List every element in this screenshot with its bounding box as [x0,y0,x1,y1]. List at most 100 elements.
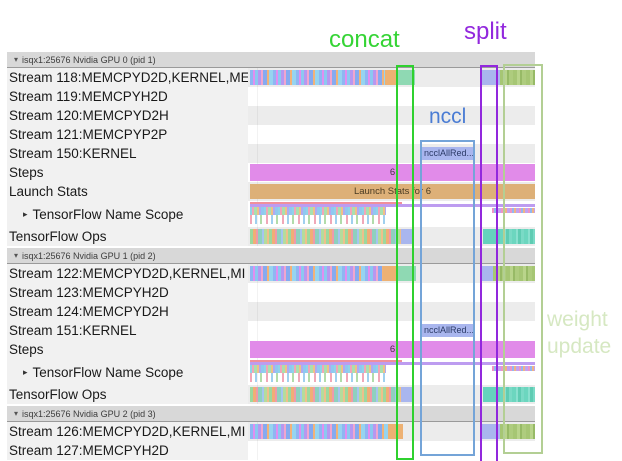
trace-event-teal[interactable] [483,229,500,244]
trace-event-periwinkle[interactable] [480,424,500,439]
timeline-track[interactable] [248,68,535,87]
track-label[interactable]: ▸TensorFlow Name Scope [7,201,248,227]
timeline-track[interactable]: ncclAllRed... [248,321,535,340]
trace-event-launch[interactable]: Launch Stats for 6 [250,184,535,199]
track-label-text: Stream 123:MEMCPYH2D [9,285,169,300]
track-label-text: Stream 126:MEMCPYD2D,KERNEL,MI [9,424,246,439]
trace-event-flame[interactable] [250,365,386,382]
trace-event-salmon[interactable] [250,360,402,362]
trace-event-mixB[interactable] [250,387,401,402]
trace-event-ncclbar[interactable]: ncclAllRed... [421,147,474,160]
track-label[interactable]: Stream 126:MEMCPYD2D,KERNEL,MI [7,422,248,441]
expand-arrow-icon[interactable]: ▸ [23,366,28,377]
track-label[interactable]: Launch Stats [7,182,248,201]
timeline-track[interactable] [248,227,535,246]
trace-event-mixA[interactable] [250,424,388,439]
trace-event-orange[interactable] [383,266,397,281]
trace-event-mint[interactable] [397,266,416,281]
trace-event-nsticks[interactable] [492,366,535,371]
trace-event-mint[interactable] [397,70,415,85]
trace-event-orange[interactable] [385,70,397,85]
collapse-arrow-icon[interactable]: ▾ [14,409,19,418]
trace-event-nsline[interactable] [250,362,535,365]
track-label-text: Stream 151:KERNEL [9,323,137,338]
track-label[interactable]: Stream 122:MEMCPYD2D,KERNEL,MI [7,264,248,283]
timeline-track[interactable] [248,385,535,404]
timeline-track[interactable] [248,125,535,144]
timeline-track[interactable] [248,359,535,385]
track-label-text: Stream 122:MEMCPYD2D,KERNEL,MI [9,266,246,281]
track-label-text: Stream 127:MEMCPYH2D [9,443,169,458]
trace-event-nsticks[interactable] [492,208,535,213]
track-label[interactable]: TensorFlow Ops [7,227,248,246]
track-label[interactable]: Stream 127:MEMCPYH2D [7,441,248,460]
timeline-track[interactable] [248,422,535,441]
track-row: Stream 126:MEMCPYD2D,KERNEL,MI [7,422,535,441]
track-label[interactable]: Stream 151:KERNEL [7,321,248,340]
track-label[interactable]: Stream 123:MEMCPYH2D [7,283,248,302]
trace-event-steps[interactable]: 6 [250,341,535,358]
gpu-section-header[interactable]: ▾isqx1:25676 Nvidia GPU 2 (pid 3) [7,406,535,422]
trace-event-nsline[interactable] [250,204,535,207]
trace-event-olive[interactable] [500,424,535,439]
trace-event-tealStripes[interactable] [500,387,535,402]
timeline-track[interactable] [248,302,535,321]
trace-event-periwinkle[interactable] [482,70,500,85]
collapse-arrow-icon[interactable]: ▾ [14,251,19,260]
track-label-text: Steps [9,342,44,357]
timeline-track[interactable]: 6 [248,163,535,182]
trace-event-flame[interactable] [250,207,386,224]
track-label[interactable]: Stream 120:MEMCPYD2H [7,106,248,125]
timeline-track[interactable] [248,283,535,302]
track-row: Steps 6 [7,340,535,359]
track-row: TensorFlow Ops [7,227,535,246]
trace-event-orange[interactable] [388,424,403,439]
timeline-track[interactable]: ncclAllRed... [248,144,535,163]
timeline-track[interactable] [248,201,535,227]
track-row: Stream 151:KERNEL ncclAllRed... [7,321,535,340]
trace-event-periwinkle[interactable] [480,266,493,281]
track-label-text: Stream 124:MEMCPYD2H [9,304,169,319]
track-label[interactable]: Stream 118:MEMCPYD2D,KERNEL,ME [7,68,248,87]
trace-event-steps[interactable]: 6 [250,164,535,181]
track-label[interactable]: Steps [7,163,248,182]
trace-event-mixA[interactable] [250,70,385,85]
annotation-nccl: nccl [429,105,467,128]
track-label[interactable]: Steps [7,340,248,359]
track-label[interactable]: Stream 124:MEMCPYD2H [7,302,248,321]
trace-event-teal[interactable] [483,387,500,402]
trace-event-salmon[interactable] [250,202,402,204]
track-label[interactable]: TensorFlow Ops [7,385,248,404]
track-label-text: TensorFlow Ops [9,229,107,244]
track-label-text: Stream 118:MEMCPYD2D,KERNEL,ME [9,70,248,85]
track-label[interactable]: Stream 119:MEMCPYH2D [7,87,248,106]
collapse-arrow-icon[interactable]: ▾ [14,55,19,64]
trace-event-ncclbar[interactable]: ncclAllRed... [421,324,474,337]
annotation-split: split [464,18,507,45]
trace-event-periwinkle[interactable] [401,229,414,244]
trace-event-periwinkle[interactable] [401,387,414,402]
gpu-section-header[interactable]: ▾isqx1:25676 Nvidia GPU 0 (pid 1) [7,52,535,68]
concat-region-box [396,65,414,460]
track-label[interactable]: Stream 121:MEMCPYP2P [7,125,248,144]
timeline-track[interactable] [248,87,535,106]
timeline-track[interactable]: Launch Stats for 6 [248,182,535,201]
timeline-track[interactable] [248,106,535,125]
trace-event-olive[interactable] [500,70,535,85]
trace-event-mixB[interactable] [250,229,401,244]
track-label-text: Stream 121:MEMCPYP2P [9,127,168,142]
gpu-section-label: isqx1:25676 Nvidia GPU 1 (pid 2) [22,250,156,261]
track-row: Stream 150:KERNEL ncclAllRed... [7,144,535,163]
trace-event-mixA[interactable] [250,266,383,281]
gpu-section-header[interactable]: ▾isqx1:25676 Nvidia GPU 1 (pid 2) [7,248,535,264]
track-label[interactable]: ▸TensorFlow Name Scope [7,359,248,385]
track-label[interactable]: Stream 150:KERNEL [7,144,248,163]
timeline-track[interactable]: 6 [248,340,535,359]
trace-panel: ▾isqx1:25676 Nvidia GPU 0 (pid 1) Stream … [7,52,535,460]
track-row: Stream 119:MEMCPYH2D [7,87,535,106]
expand-arrow-icon[interactable]: ▸ [23,208,28,219]
track-row: Stream 123:MEMCPYH2D [7,283,535,302]
track-row: Stream 122:MEMCPYD2D,KERNEL,MI [7,264,535,283]
trace-event-tealStripes[interactable] [500,229,535,244]
